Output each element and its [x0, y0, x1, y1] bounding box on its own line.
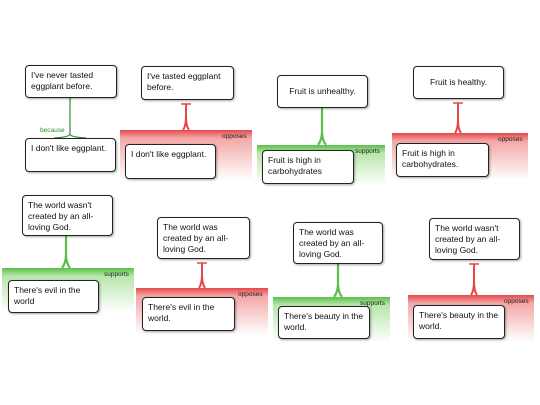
premise-box[interactable]: I don't like eggplant.: [125, 144, 216, 179]
opposes-connector: [470, 264, 478, 296]
opposes-connector: [198, 263, 206, 289]
supports-label: supports: [355, 148, 380, 155]
claim-box[interactable]: The world wasn't created by an all-lovin…: [429, 218, 520, 260]
claim-box[interactable]: Fruit is unhealthy.: [277, 75, 368, 108]
supports-label: supports: [104, 271, 129, 278]
opposes-label: opposes: [498, 136, 523, 143]
premise-box[interactable]: Fruit is high in carbohydrates.: [396, 143, 489, 177]
claim-box[interactable]: The world wasn't created by an all-lovin…: [22, 195, 113, 236]
opposes-label: opposes: [222, 133, 247, 140]
claim-box[interactable]: I've tasted eggplant before.: [141, 66, 234, 100]
opposes-label: opposes: [504, 298, 529, 305]
claim-box[interactable]: The world was created by an all-loving G…: [157, 217, 250, 259]
premise-box[interactable]: Fruit is high in carbohydrates: [262, 150, 354, 184]
premise-box[interactable]: There's beauty in the world.: [413, 305, 505, 339]
premise-box[interactable]: There's beauty in the world.: [278, 306, 370, 339]
claim-box[interactable]: The world was created by an all-loving G…: [293, 222, 383, 264]
opposes-connector: [454, 103, 462, 134]
opposes-connector: [182, 104, 190, 131]
because-label: because: [40, 127, 65, 134]
claim-box[interactable]: Fruit is healthy.: [413, 66, 504, 99]
premise-box[interactable]: There's evil in the world: [8, 280, 99, 313]
claim-box[interactable]: I've never tasted eggplant before.: [25, 65, 117, 98]
premise-box[interactable]: I don't like eggplant.: [25, 138, 116, 172]
supports-label: supports: [360, 300, 385, 307]
opposes-label: opposes: [238, 291, 263, 298]
because-connector: [53, 98, 87, 139]
premise-box[interactable]: There's evil in the world.: [142, 297, 235, 331]
supports-connector: [333, 264, 343, 298]
supports-connector: [61, 236, 71, 269]
supports-connector: [317, 108, 327, 146]
